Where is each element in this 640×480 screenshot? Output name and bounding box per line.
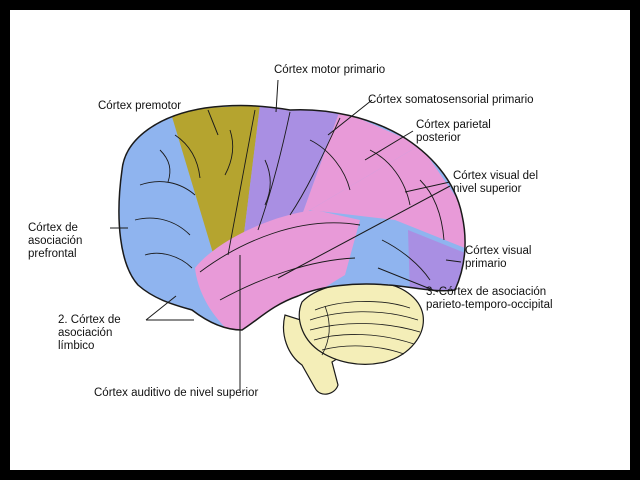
brain-diagram (110, 79, 466, 395)
label-line: Córtex visual del (453, 170, 539, 182)
label-line: prefrontal (28, 248, 77, 260)
label-line: primario (465, 258, 507, 270)
label-line: 2. Córtex de (58, 314, 121, 326)
label-visual-superior: Córtex visual del nivel superior (453, 170, 538, 196)
label-somatosensory-primary: Córtex somatosensorial primario (368, 94, 534, 106)
label-visual-primary: Córtex visual primario (465, 245, 531, 271)
label-line: Córtex de (28, 222, 78, 234)
label-parieto-temporo-occipital: 3. Córtex de asociación parieto-temporo-… (426, 286, 553, 312)
label-line: Córtex parietal (416, 119, 491, 131)
label-line: asociación (28, 235, 83, 247)
diagram-canvas: Córtex motor primario Córtex premotor Có… (10, 10, 630, 470)
cortex-regions (118, 105, 466, 330)
label-line: parieto-temporo-occipital (426, 299, 553, 311)
label-auditory-superior: Córtex auditivo de nivel superior (94, 387, 259, 399)
label-line: asociación (58, 327, 113, 339)
label-premotor: Córtex premotor (98, 100, 182, 112)
label-line: 3. Córtex de asociación (426, 286, 547, 298)
label-line: límbico (58, 340, 95, 352)
label-motor-primary: Córtex motor primario (274, 64, 386, 76)
cerebellum-brainstem (282, 281, 424, 395)
leader-lines (110, 79, 462, 390)
label-prefrontal-association: Córtex de asociación prefrontal (28, 222, 82, 261)
label-line: nivel superior (453, 183, 522, 195)
brain-outline (118, 104, 466, 331)
brain-sulci (134, 109, 445, 301)
label-parietal-posterior: Córtex parietal posterior (416, 119, 491, 145)
label-limbic-association: 2. Córtex de asociación límbico (58, 314, 121, 353)
label-line: posterior (416, 132, 461, 144)
label-line: Córtex visual (465, 245, 532, 257)
